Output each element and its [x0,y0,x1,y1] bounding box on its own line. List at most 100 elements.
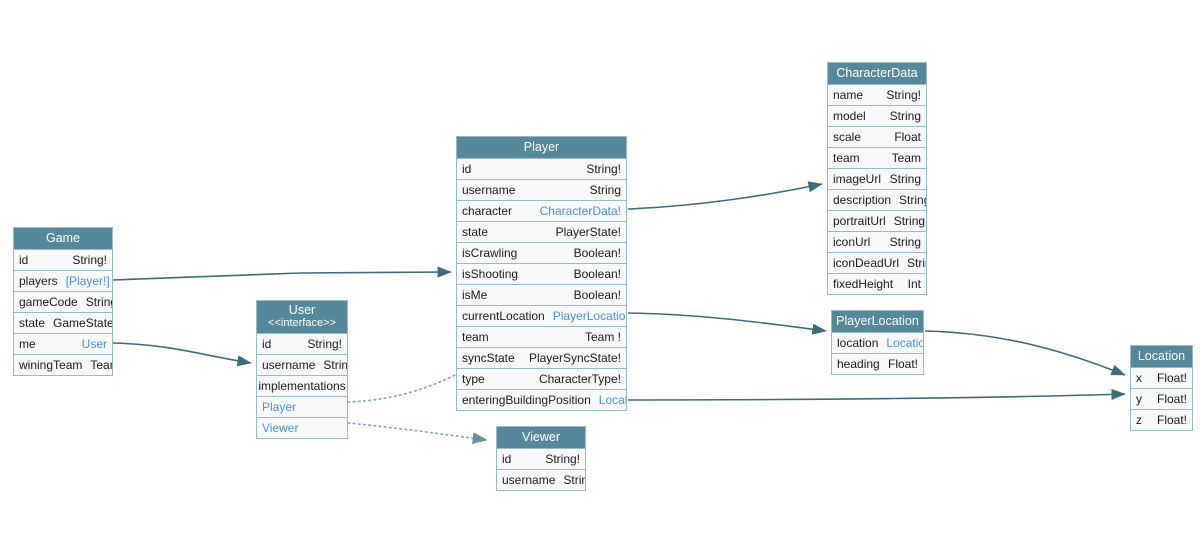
field-row[interactable]: isShooting Boolean! [457,263,626,284]
field-row[interactable]: id String! [497,448,585,469]
field-row[interactable]: isCrawling Boolean! [457,242,626,263]
entity-user[interactable]: User <<interface>> id String! username S… [256,300,348,439]
field-type: GameState! [53,316,112,330]
field-row[interactable]: username String [457,179,626,200]
field-row[interactable]: description String [828,189,926,210]
field-type: String! [886,88,921,102]
field-type[interactable]: User [81,337,107,351]
field-name: username [502,473,556,487]
field-name: team [833,151,860,165]
field-type: Team [90,358,112,372]
field-type: String! [72,253,107,267]
field-name: state [462,225,489,239]
field-row[interactable]: imageUrl String [828,168,926,189]
implementation-viewer[interactable]: Viewer [257,417,347,438]
field-name: x [1136,371,1142,385]
field-name: username [462,183,516,197]
field-name: portraitUrl [833,214,886,228]
entity-playerlocation-title: PlayerLocation [832,311,923,332]
field-type: Team [891,151,921,165]
field-type: Boolean! [573,246,621,260]
field-name: y [1136,392,1142,406]
field-row[interactable]: id String! [14,249,112,270]
field-name: iconUrl [833,235,871,249]
field-row[interactable]: name String! [828,84,926,105]
field-row[interactable]: gameCode String! [14,291,112,312]
field-row[interactable]: portraitUrl String [828,210,926,231]
field-row[interactable]: state PlayerState! [457,221,626,242]
field-type: String! [85,295,112,309]
field-type: String [889,235,921,249]
entity-player-title: Player [457,137,626,158]
field-type[interactable]: CharacterData! [539,204,621,218]
entity-characterdata[interactable]: CharacterData name String! model String … [827,62,927,295]
field-name: name [833,88,864,102]
edge-user-viewer-impl [347,422,488,445]
entity-user-title: User <<interface>> [257,301,347,333]
field-name: syncState [462,351,515,365]
field-row[interactable]: location Location! [832,332,923,353]
entity-game[interactable]: Game id String! players [Player!] gameCo… [13,227,113,376]
field-row[interactable]: isMe Boolean! [457,284,626,305]
field-type: Float! [1156,392,1187,406]
field-row[interactable]: scale Float [828,126,926,147]
field-row[interactable]: players [Player!] [14,270,112,291]
field-type[interactable]: PlayerLocation! [552,309,626,323]
field-row[interactable]: username String [497,469,585,490]
field-row[interactable]: username String [257,354,347,375]
field-row[interactable]: iconDeadUrl String [828,252,926,273]
field-type: String! [545,452,580,466]
field-row[interactable]: id String! [457,158,626,179]
field-type[interactable]: [Player!] [65,274,110,288]
field-name: description [833,193,892,207]
field-row[interactable]: y Float! [1131,388,1192,409]
field-row[interactable]: x Float! [1131,367,1192,388]
edge-player-enteringbuilding-to-location-y [627,388,1126,401]
field-row[interactable]: team Team [828,147,926,168]
field-row[interactable]: heading Float! [832,353,923,374]
field-row[interactable]: z Float! [1131,409,1192,430]
field-name: scale [833,130,862,144]
entity-location[interactable]: Location x Float! y Float! z Float! [1130,345,1193,431]
field-name: heading [837,357,880,371]
field-row[interactable]: id String! [257,333,347,354]
field-type: Float! [887,357,918,371]
field-row[interactable]: currentLocation PlayerLocation! [457,305,626,326]
field-row[interactable]: model String [828,105,926,126]
field-row[interactable]: enteringBuildingPosition Location [457,389,626,410]
field-row[interactable]: state GameState! [14,312,112,333]
field-name: location [837,336,879,350]
entity-viewer[interactable]: Viewer id String! username String [496,426,586,491]
field-type: Int [907,277,921,291]
field-name: imageUrl [833,172,882,186]
field-row[interactable]: syncState PlayerSyncState! [457,347,626,368]
field-type[interactable]: Location [598,393,626,407]
field-name: implementations [258,379,346,393]
field-row[interactable]: team Team ! [457,326,626,347]
field-name: isShooting [462,267,519,281]
field-name: team [462,330,489,344]
field-type: String [899,193,926,207]
field-type: Float! [1156,413,1187,427]
entity-playerlocation[interactable]: PlayerLocation location Location! headin… [831,310,924,375]
field-type: String [907,256,926,270]
field-row[interactable]: fixedHeight Int [828,273,926,294]
field-name: state [19,316,46,330]
field-name: fixedHeight [833,277,894,291]
field-name: Viewer [262,421,299,435]
field-row[interactable]: type CharacterType! [457,368,626,389]
field-name: z [1136,413,1142,427]
field-row[interactable]: character CharacterData! [457,200,626,221]
entity-characterdata-title: CharacterData [828,63,926,84]
field-row[interactable]: me User [14,333,112,354]
implementation-player[interactable]: Player [257,396,347,417]
edge-playerlocation-to-location-x [924,330,1126,376]
field-row[interactable]: iconUrl String [828,231,926,252]
field-type: String [893,214,926,228]
entity-player[interactable]: Player id String! username String charac… [456,136,627,411]
field-name: isCrawling [462,246,518,260]
field-row[interactable]: winingTeam Team [14,354,112,375]
field-type: String [889,172,921,186]
field-name: id [262,337,272,351]
field-type[interactable]: Location! [886,336,923,350]
